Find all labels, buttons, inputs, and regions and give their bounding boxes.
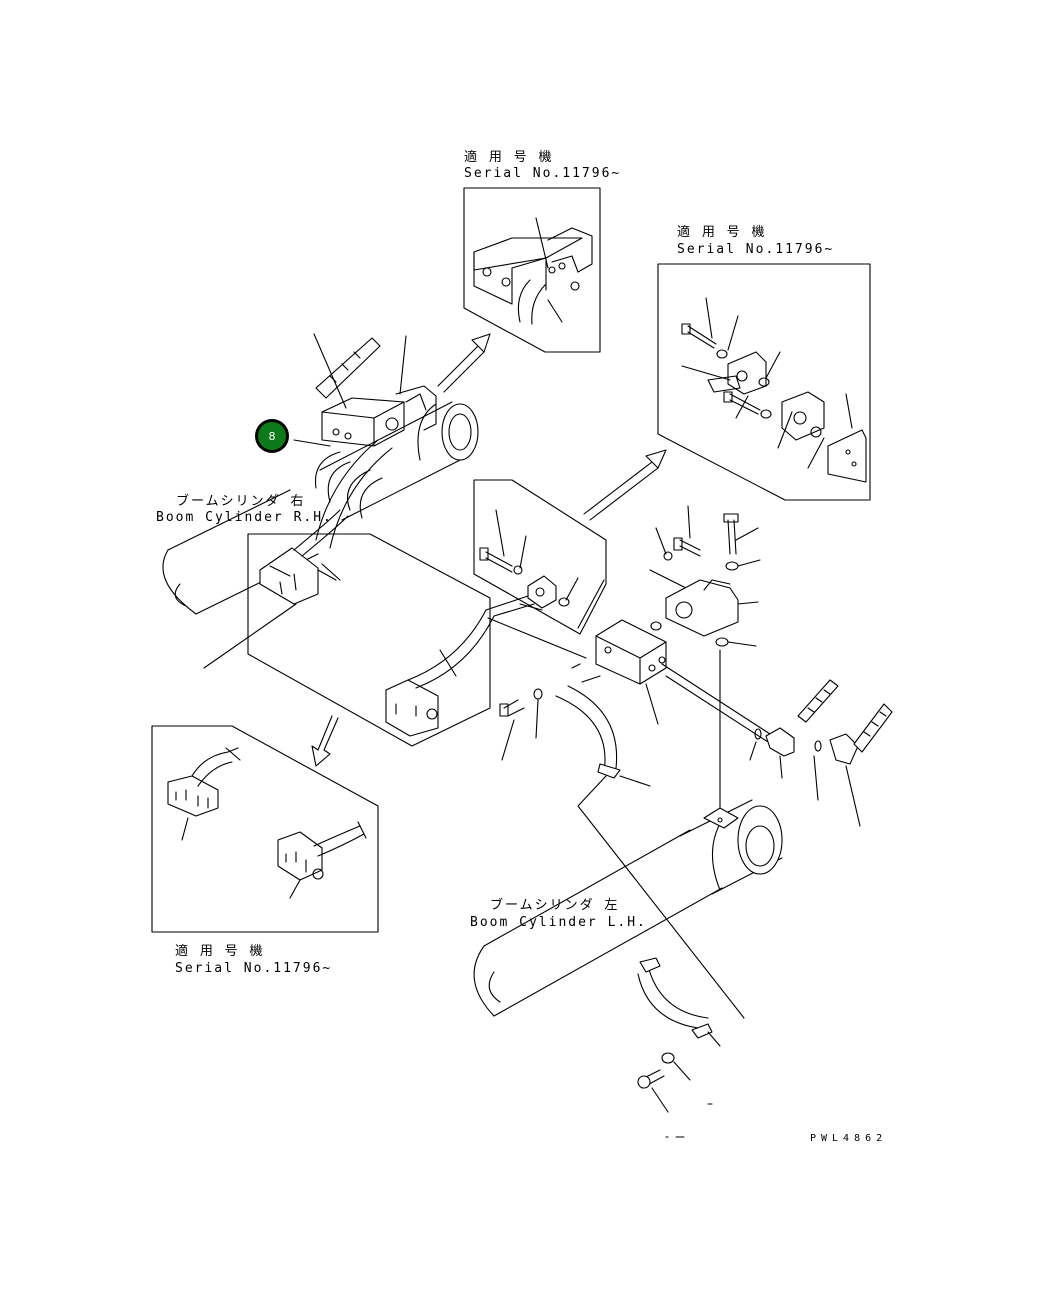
serial-top-jp: 適 用 号 機 — [464, 150, 554, 165]
serial-right-en: Serial No.11796~ — [677, 242, 835, 257]
boom-rh-en-label: Boom Cylinder R.H. — [156, 510, 333, 525]
hose-inset-rh — [203, 509, 535, 747]
arrows — [311, 333, 667, 767]
clamp-centre — [499, 663, 745, 1019]
drawing-code: PWL4862 — [810, 1133, 888, 1144]
serial-right-jp: 適 用 号 機 — [677, 225, 767, 240]
serial-bottom-en: Serial No.11796~ — [175, 961, 333, 976]
boom-cylinder-lh — [473, 799, 783, 1017]
manifold-block — [487, 617, 893, 827]
boom-rh-jp-label: ブームシリンダ 右 — [176, 494, 306, 509]
serial-bottom-jp: 適 用 号 機 — [175, 944, 265, 959]
boom-cylinder-rh — [162, 333, 479, 615]
serial-top-en: Serial No.11796~ — [464, 166, 622, 181]
clamp-bottom — [637, 957, 721, 1113]
inset-top-detail — [463, 187, 601, 353]
inset-right-detail — [657, 263, 871, 501]
boom-lh-jp-label: ブームシリンダ 左 — [490, 898, 620, 913]
flange-group-right — [649, 505, 761, 819]
boom-lh-en-label: Boom Cylinder L.H. — [470, 915, 647, 930]
inset-bottom-left-detail — [151, 725, 379, 933]
part-callout-8[interactable]: 8 — [255, 419, 289, 453]
flange-group-centre — [473, 479, 607, 635]
